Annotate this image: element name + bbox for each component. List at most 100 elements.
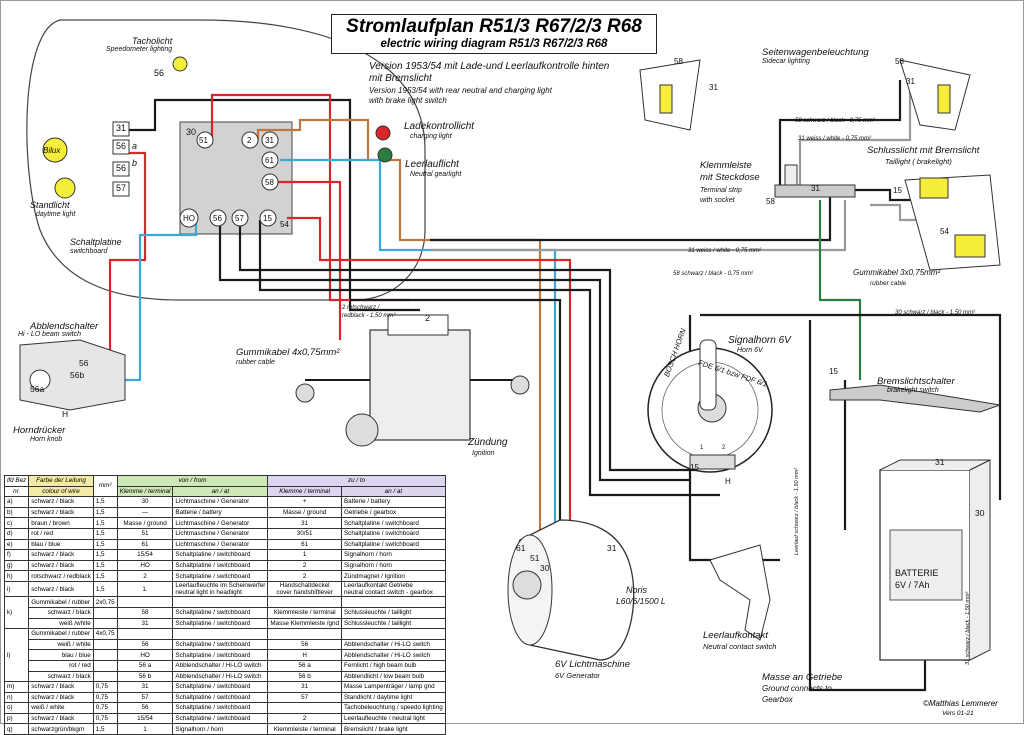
legend-cell: 1,5 <box>92 506 118 519</box>
label-rubber-cable4: rubber cable <box>236 359 275 366</box>
version-de1: Version 1953/54 mit Lade-und Leerlaufkon… <box>369 61 610 72</box>
legend-cell <box>92 638 118 651</box>
legend-cell <box>267 702 342 714</box>
legend-cell: 0,75 <box>92 691 118 704</box>
version-en1: Version 1953/54 with rear neutral and ch… <box>369 86 552 95</box>
legend-cell: 1,5 <box>92 496 118 508</box>
legend-cell: a) <box>3 496 30 508</box>
label-masse3: Gearbox <box>762 695 793 704</box>
label-daytime: daytime light <box>36 211 76 218</box>
brk-15: 15 <box>829 367 838 376</box>
sw-56a: 56a <box>30 384 45 394</box>
legend-cell <box>92 649 118 661</box>
legend-cell <box>172 596 269 608</box>
term-56: 56 <box>154 68 165 78</box>
legend-cell: 1,5 <box>92 549 118 561</box>
gen-51: 51 <box>530 553 540 563</box>
label-masse2: Ground connects to <box>762 684 832 693</box>
legend-cell: Standlicht / daytime light <box>340 691 446 704</box>
legend-cell: 4x0,75 <box>92 628 118 640</box>
legend-cell: 0,75 <box>92 712 118 725</box>
legend-line: neutral light in headlight <box>175 589 242 597</box>
legend-cell: Schaltplatine / switchboard <box>172 638 269 651</box>
legend-cell: weiß /white <box>28 617 94 630</box>
legend-cell: 31 <box>116 617 174 630</box>
label-leerlaufkontakt: Leerlaufkontakt <box>703 630 768 641</box>
legend-cell: Schlussleuchte / taillight <box>340 606 446 619</box>
legend-cell: Abblendschalter / Hi-LO switch <box>340 638 446 651</box>
legend-cell: 2 <box>267 570 342 582</box>
legend-cell: Bremslicht / brake light <box>340 723 446 735</box>
legend-cell: schwarz / black <box>28 496 94 508</box>
batt-31: 31 <box>935 457 945 467</box>
legend-cell: Schaltplatine / switchboard <box>172 649 269 661</box>
version-en2: with brake light switch <box>369 96 447 105</box>
legend-cell: 31 <box>267 681 342 693</box>
label-bremslichtschalter: Bremslichtschalter <box>877 376 955 387</box>
legend-cell: Abblendlicht / low beam bulb <box>340 670 446 683</box>
legend-cell: schwarz / black <box>28 670 94 683</box>
legend-cell: 1,5 <box>92 580 118 598</box>
legend-cell: o) <box>3 702 30 714</box>
label-standlicht: Standlicht <box>30 200 70 210</box>
legend-cell: schwarz / black <box>28 691 94 704</box>
side-31b: 31 <box>906 77 915 86</box>
taillight <box>904 174 1001 271</box>
legend-cell: Getriebe / gearbox <box>340 506 446 519</box>
legend-cell: Leerlaufleuchte / neutral light <box>340 712 446 725</box>
wire-2-1: 2 rotschwarz / <box>342 305 380 311</box>
label-speedo: Speedometer lighting <box>106 46 173 53</box>
legend-cell: f) <box>3 549 30 561</box>
hdr-color1: Farbe der Leitung <box>28 475 94 487</box>
legend-cell: Schaltplatine / switchboard <box>340 517 446 529</box>
legend-cell <box>267 628 342 640</box>
legend-cell: Schaltplatine / switchboard <box>172 606 269 619</box>
legend-cell: b) <box>3 506 30 519</box>
legend-cell: 31 <box>116 681 174 693</box>
legend-cell: schwarz / black <box>28 606 94 619</box>
legend-cell: braun / brown <box>28 517 94 529</box>
side-31a: 31 <box>709 83 718 92</box>
legend-cell: Zündmagnet / Ignition <box>340 570 446 582</box>
legend-cell: Klemmleiste / terminal <box>267 723 342 735</box>
legend-cell: schwarz / black <box>28 580 94 598</box>
wires <box>60 80 1002 692</box>
label-brakelight-switch: brakelight switch <box>887 387 939 394</box>
tail-54: 54 <box>940 227 949 236</box>
term-31a: 31 <box>116 123 127 133</box>
legend-cell: 1,5 <box>92 559 118 572</box>
legend-cell: n) <box>3 691 30 704</box>
sb-ho: HO <box>183 214 195 223</box>
legend-cell: Fernlicht / high beam bulb <box>340 659 446 672</box>
legend-cell: 0,75 <box>92 681 118 693</box>
legend-cell: Abblendschalter / Hi-LO switch <box>340 649 446 661</box>
legend-cell <box>116 596 174 608</box>
legend-cell: HO <box>116 559 174 572</box>
legend-cell: Tachobeleuchtung / speedo lighting <box>340 702 446 714</box>
title-box: Stromlaufplan R51/3 R67/2/3 R68 electric… <box>331 14 657 54</box>
legend-cell: k) <box>3 596 30 630</box>
hilo-switch <box>19 339 126 411</box>
label-with-socket: with socket <box>700 197 735 204</box>
title-sub: electric wiring diagram R51/3 R67/2/3 R6… <box>380 38 608 50</box>
label-signalhorn: Signalhorn 6V <box>728 335 791 346</box>
legend-line: cover handshiftlever <box>276 589 333 597</box>
title-main: Stromlaufplan R51/3 R67/2/3 R68 <box>346 16 642 37</box>
legend-cell: Lichtmaschine / Generator <box>172 517 269 529</box>
legend-cell: Schlussleuchte / taillight <box>340 617 446 630</box>
legend-cell: 61 <box>267 538 342 551</box>
label-hilo: Hi - LO beam switch <box>18 331 82 338</box>
sb-2: 2 <box>247 136 252 145</box>
gen-30: 30 <box>540 563 550 573</box>
label-masse1: Masse an Getriebe <box>762 672 843 683</box>
side-58b: 58 <box>895 57 904 66</box>
label-rubber-cable3: rubber cable <box>870 280 907 287</box>
